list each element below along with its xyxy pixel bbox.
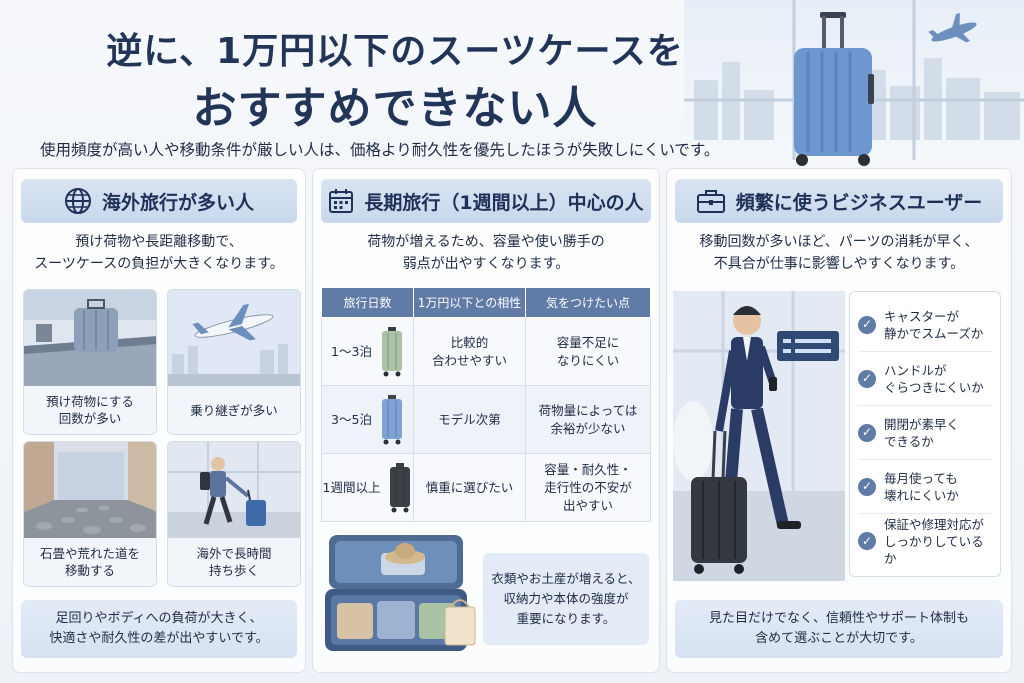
checkmark-icon: ✓ xyxy=(858,369,876,388)
tile-long-carrying: 海外で長時間持ち歩く xyxy=(167,441,301,587)
panel-title: 頻繁に使うビジネスユーザー xyxy=(735,191,983,214)
baggage-carousel-image xyxy=(24,290,156,388)
suitcase-icon xyxy=(390,462,411,512)
tile-rough-roads: 石畳や荒れた道を移動する xyxy=(23,441,157,587)
caution-cell: 容量・耐久性・走行性の不安が出やすい xyxy=(525,453,651,522)
panel-header: 長期旅行（1週間以上）中心の人 xyxy=(321,179,651,223)
hero-suitcase-image xyxy=(794,12,874,166)
table-row: 1〜3泊 比較的合わせやすい容量不足になりにくい xyxy=(321,317,651,386)
checklist-text: 毎月使っても壊れにくいか xyxy=(884,470,959,503)
days-label: 1〜3泊 xyxy=(331,343,372,359)
tile-transfers: 乗り継ぎが多い xyxy=(167,289,301,435)
checkmark-icon: ✓ xyxy=(858,423,876,442)
panel-title: 長期旅行（1週間以上）中心の人 xyxy=(364,191,644,214)
airplane-image xyxy=(168,290,300,388)
panel-title: 海外旅行が多い人 xyxy=(101,191,254,214)
panel-summary: 見た目だけでなく、信頼性やサポート体制も含めて選ぶことが大切です。 xyxy=(675,600,1003,658)
table-header: 1万円以下との相性 xyxy=(413,287,526,318)
panel-long-trips: 長期旅行（1週間以上）中心の人 荷物が増えるため、容量や使い勝手の 弱点が出やす… xyxy=(312,168,660,673)
tile-checked-baggage: 預け荷物にする回数が多い xyxy=(23,289,157,435)
checkmark-icon: ✓ xyxy=(858,315,876,334)
cobblestone-street-image xyxy=(24,442,156,540)
tile-caption: 海外で長時間持ち歩く xyxy=(168,538,300,586)
panel-summary: 足回りやボディへの負荷が大きく、快適さや耐久性の差が出やすいです。 xyxy=(21,600,297,658)
capacity-note: 衣類やお土産が増えると、 収納力や本体の強度が 重要になります。 xyxy=(483,553,649,645)
page-subtitle: 使用頻度が高い人や移動条件が厳しい人は、価格より耐久性を優先したほうが失敗しにく… xyxy=(40,141,720,159)
panel-overseas-travelers: 海外旅行が多い人 預け荷物や長距離移動で、 スーツケースの負担が大きくなります。… xyxy=(12,168,306,673)
page-title-line2: おすすめできない人 xyxy=(192,83,598,134)
days-cell: 3〜5泊 xyxy=(321,385,414,454)
business-traveler-image xyxy=(673,291,845,581)
fit-cell: モデル次第 xyxy=(413,385,526,454)
suitcase-icon xyxy=(381,326,402,376)
checklist-text: 保証や修理対応がしっかりしているか xyxy=(884,516,985,566)
suitcase-icon xyxy=(381,394,402,444)
fit-cell: 比較的合わせやすい xyxy=(413,317,526,386)
business-checklist: ✓ キャスターが静かでスムーズか ✓ ハンドルがぐらつきにくいか ✓ 開閉が素早くできるか… xyxy=(849,291,1001,577)
checklist-item: ✓ ハンドルがぐらつきにくいか xyxy=(858,352,992,406)
checklist-item: ✓ 保証や修理対応がしっかりしているか xyxy=(858,514,992,568)
tile-caption: 預け荷物にする回数が多い xyxy=(24,386,156,434)
briefcase-icon xyxy=(696,190,725,213)
page-title-line1: 逆に、1万円以下のスーツケースを xyxy=(106,31,684,72)
checklist-text: ハンドルがぐらつきにくいか xyxy=(884,362,984,395)
tile-caption: 石畳や荒れた道を移動する xyxy=(24,538,156,586)
table-header: 旅行日数 xyxy=(321,287,414,318)
panel-business-users: 頻繁に使うビジネスユーザー 移動回数が多いほど、パーツの消耗が早く、 不具合が仕… xyxy=(666,168,1012,673)
days-label: 1週間以上 xyxy=(322,479,381,495)
panel-header: 海外旅行が多い人 xyxy=(21,179,297,223)
checklist-text: キャスターが静かでスムーズか xyxy=(884,308,984,341)
days-cell: 1週間以上 xyxy=(321,453,414,522)
days-label: 3〜5泊 xyxy=(331,411,372,427)
checklist-item: ✓ 毎月使っても壊れにくいか xyxy=(858,460,992,514)
checklist-item: ✓ 開閉が素早くできるか xyxy=(858,406,992,460)
table-row: 3〜5泊 モデル次第荷物量によっては余裕が少ない xyxy=(321,385,651,454)
checkmark-icon: ✓ xyxy=(858,477,876,496)
caution-cell: 荷物量によっては余裕が少ない xyxy=(525,385,651,454)
checklist-text: 開閉が素早くできるか xyxy=(884,416,960,449)
open-suitcase-image xyxy=(325,535,476,651)
panel-description: 移動回数が多いほど、パーツの消耗が早く、 不具合が仕事に影響しやすくなります。 xyxy=(699,234,979,272)
calendar-icon xyxy=(329,189,354,213)
panel-header: 頻繁に使うビジネスユーザー xyxy=(675,179,1003,223)
panel-description: 預け荷物や長距離移動で、 スーツケースの負担が大きくなります。 xyxy=(34,234,284,272)
panel-description: 荷物が増えるため、容量や使い勝手の 弱点が出やすくなります。 xyxy=(367,234,605,272)
checkmark-icon: ✓ xyxy=(858,532,876,550)
checklist-item: ✓ キャスターが静かでスムーズか xyxy=(858,298,992,352)
caution-cell: 容量不足になりにくい xyxy=(525,317,651,386)
table-row: 1週間以上 慎重に選びたい容量・耐久性・走行性の不安が出やすい xyxy=(321,453,651,522)
fit-cell: 慎重に選びたい xyxy=(413,453,526,522)
tile-caption: 乗り継ぎが多い xyxy=(168,386,300,434)
days-cell: 1〜3泊 xyxy=(321,317,414,386)
globe-icon xyxy=(64,188,91,214)
airplane-icon xyxy=(928,12,977,43)
table-header: 気をつけたい点 xyxy=(525,287,651,318)
traveler-walking-image xyxy=(168,442,300,540)
duration-table: 旅行日数 1万円以下との相性 気をつけたい点 1〜3泊 比較的合わせやすい容量不足… xyxy=(321,287,651,522)
